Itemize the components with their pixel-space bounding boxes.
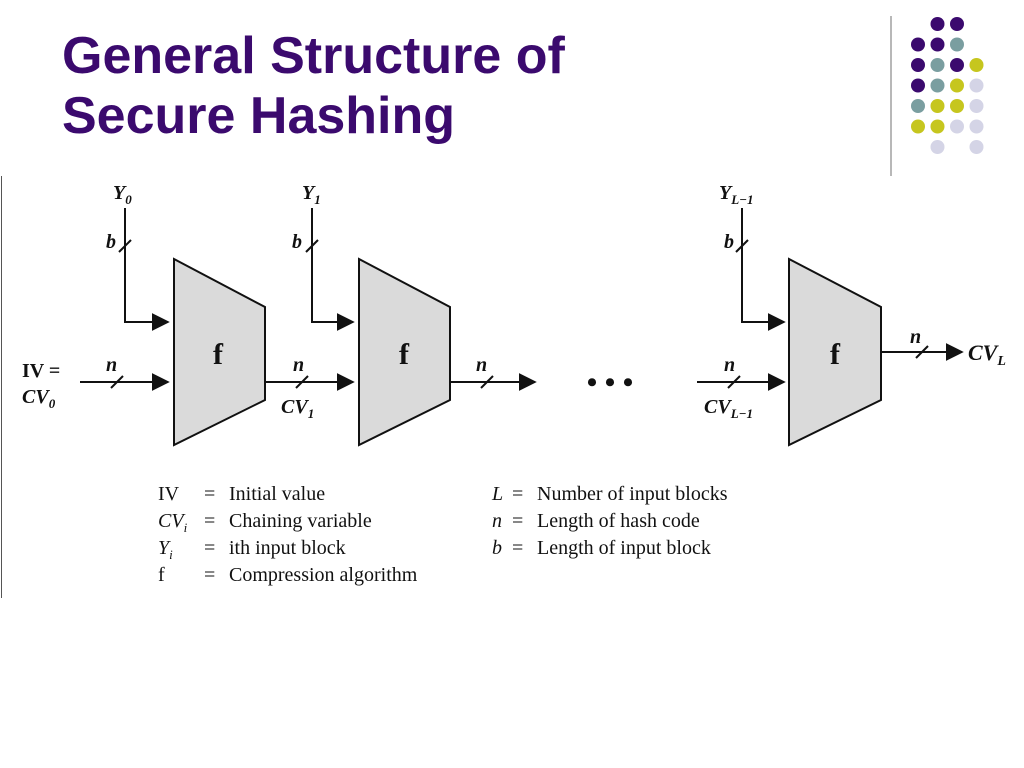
compression-block-1 — [173, 257, 266, 447]
slash-n-3 — [480, 375, 494, 389]
decorative-dot — [930, 140, 945, 154]
legend-yi-desc: ith input block — [229, 537, 346, 559]
legend-n-eq: = — [512, 510, 523, 532]
slash-n-4 — [727, 375, 741, 389]
decorative-dot — [950, 119, 964, 134]
decorative-dot — [930, 58, 945, 72]
decorative-dot — [911, 37, 925, 52]
decorative-dot — [969, 140, 984, 154]
input-arrow-2 — [311, 208, 355, 331]
decorative-dot — [930, 78, 945, 93]
n-label-4: n — [724, 354, 735, 376]
input-y1-label: Y1 — [302, 182, 321, 207]
decorative-dot — [950, 58, 964, 72]
cv0-label: CV0 — [22, 386, 56, 411]
slash-n-2 — [295, 375, 309, 389]
decorative-dot — [950, 99, 964, 113]
n-label-3: n — [476, 354, 487, 376]
decorative-dot — [911, 119, 925, 134]
legend-yi: Yi — [158, 537, 173, 562]
f-label-1: f — [213, 338, 224, 371]
decorative-dot — [930, 37, 945, 52]
decorative-dot — [969, 78, 984, 93]
n-label-1: n — [106, 354, 117, 376]
legend-f-desc: Compression algorithm — [229, 564, 418, 586]
hash-structure-diagram: Y0 b f IV = CV0 n Y1 b n CV1 f n • • • Y… — [22, 182, 1006, 586]
f-label-2: f — [399, 338, 410, 371]
legend-n-desc: Length of hash code — [537, 510, 700, 532]
n-label-2: n — [293, 354, 304, 376]
image-left-edge — [1, 176, 2, 598]
legend-L-desc: Number of input blocks — [537, 483, 728, 505]
legend-f-eq: = — [204, 564, 215, 586]
decorative-dot — [911, 99, 925, 113]
legend-f: f — [158, 564, 165, 586]
legend-iv-eq: = — [204, 483, 215, 505]
input-arrow-3 — [741, 208, 786, 331]
decorative-dot — [930, 119, 945, 134]
cvLm1-label: CVL−1 — [704, 396, 753, 421]
f-label-3: f — [830, 338, 841, 371]
legend-b: b — [492, 537, 502, 559]
decorative-dot — [950, 78, 964, 93]
legend-b-eq: = — [512, 537, 523, 559]
title-divider — [890, 16, 892, 176]
legend-L: L — [491, 483, 503, 505]
legend-b-desc: Length of input block — [537, 537, 711, 559]
legend-cvi-desc: Chaining variable — [229, 510, 372, 532]
slash-b-3 — [735, 239, 749, 253]
legend-yi-eq: = — [204, 537, 215, 559]
input-ylm1-label: YL−1 — [719, 182, 754, 207]
legend-cvi-eq: = — [204, 510, 215, 532]
title-line-1: General Structure of — [62, 27, 565, 85]
decorative-dot — [969, 119, 984, 134]
decorative-dot — [950, 37, 964, 52]
b-label-2: b — [292, 231, 302, 253]
decorative-dot — [930, 17, 945, 31]
n-label-5: n — [910, 326, 921, 348]
b-label-1: b — [106, 231, 116, 253]
b-label-3: b — [724, 231, 734, 253]
decorative-dot — [969, 58, 984, 72]
slash-n-5 — [915, 345, 929, 359]
cvL-label: CVL — [968, 340, 1006, 369]
decorative-dot — [950, 17, 964, 31]
legend-L-eq: = — [512, 483, 523, 505]
cv1-label: CV1 — [281, 396, 314, 421]
legend-n: n — [492, 510, 502, 532]
legend-iv: IV — [158, 483, 180, 505]
legend-left: IV = Initial value CVi = Chaining variab… — [158, 483, 418, 586]
title-line-2: Secure Hashing — [62, 87, 456, 145]
slash-n-1 — [110, 375, 124, 389]
ellipsis: • • • — [587, 366, 634, 399]
decorative-dot-grid — [911, 17, 984, 154]
slash-b-2 — [305, 239, 319, 253]
compression-block-final — [788, 257, 882, 447]
slide-title: General Structure of Secure Hashing — [62, 26, 565, 146]
legend-right: L = Number of input blocks n = Length of… — [491, 483, 728, 559]
decorative-dot — [911, 78, 925, 93]
input-y0-label: Y0 — [113, 182, 132, 207]
decorative-dot — [969, 99, 984, 113]
legend-iv-desc: Initial value — [229, 483, 325, 505]
decorative-dot — [911, 58, 925, 72]
slash-b-1 — [118, 239, 132, 253]
iv-label: IV = — [22, 360, 60, 382]
compression-block-2 — [358, 257, 451, 447]
legend-cvi: CVi — [158, 510, 188, 535]
decorative-dot — [930, 99, 945, 113]
input-arrow-1 — [124, 208, 170, 331]
